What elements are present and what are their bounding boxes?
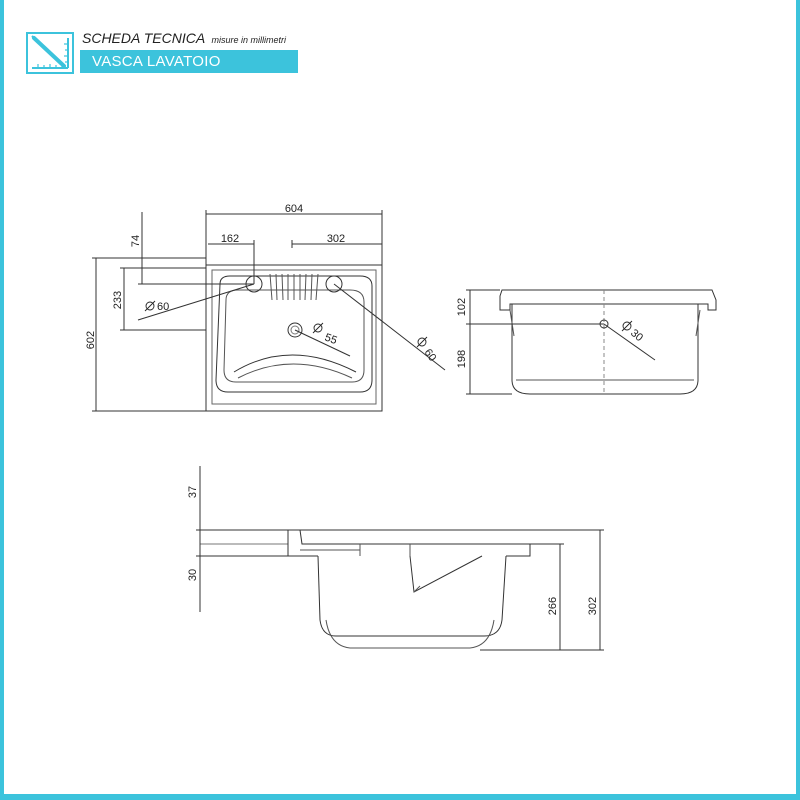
dim-side-drain: 30 [628,327,645,344]
dim-top-offset: 74 [130,235,142,247]
dim-inner-depth: 233 [112,291,124,309]
dim-basin-depth: 266 [547,597,559,615]
section-view-basin [317,555,507,637]
dim-total-height: 302 [587,597,599,615]
sheet-title: SCHEDA TECNICA misure in millimetri [82,30,286,46]
dim-section-top: 37 [187,486,199,498]
top-view-outline [205,264,383,412]
ruler-pencil-icon [26,32,74,74]
dim-offset-left: 162 [221,233,239,245]
leader-side-drain [603,323,656,361]
top-view [92,210,446,412]
dim-hole-left: 60 [157,301,169,313]
side-view-rim [499,289,717,311]
dim-width: 604 [285,203,303,215]
leader-hole-left [137,283,255,321]
dim-hole-center: 55 [323,332,339,347]
dim-basin-height: 198 [456,350,468,368]
dim-depth: 602 [85,331,97,349]
section-view-washboard [409,555,483,593]
product-banner: VASCA LAVATOIO [80,50,298,73]
sheet-title-main: SCHEDA TECNICA [82,30,205,46]
side-view-basin [511,304,699,395]
dim-hole-right: 60 [422,347,439,364]
section-view [196,466,604,651]
tap-hole-right [325,275,343,293]
dim-section-rim: 30 [187,569,199,581]
dim-rim-height: 102 [456,298,468,316]
top-view-basin [215,275,373,393]
top-view-ribs [269,273,319,301]
side-view [466,289,717,395]
section-view-rim [288,529,531,557]
top-view-washboard [233,354,357,373]
dim-offset-right: 302 [327,233,345,245]
leader-drain [294,329,351,357]
sheet-title-units: misure in millimetri [211,35,287,45]
drain-hole [287,322,303,338]
leader-hole-right [333,283,446,371]
